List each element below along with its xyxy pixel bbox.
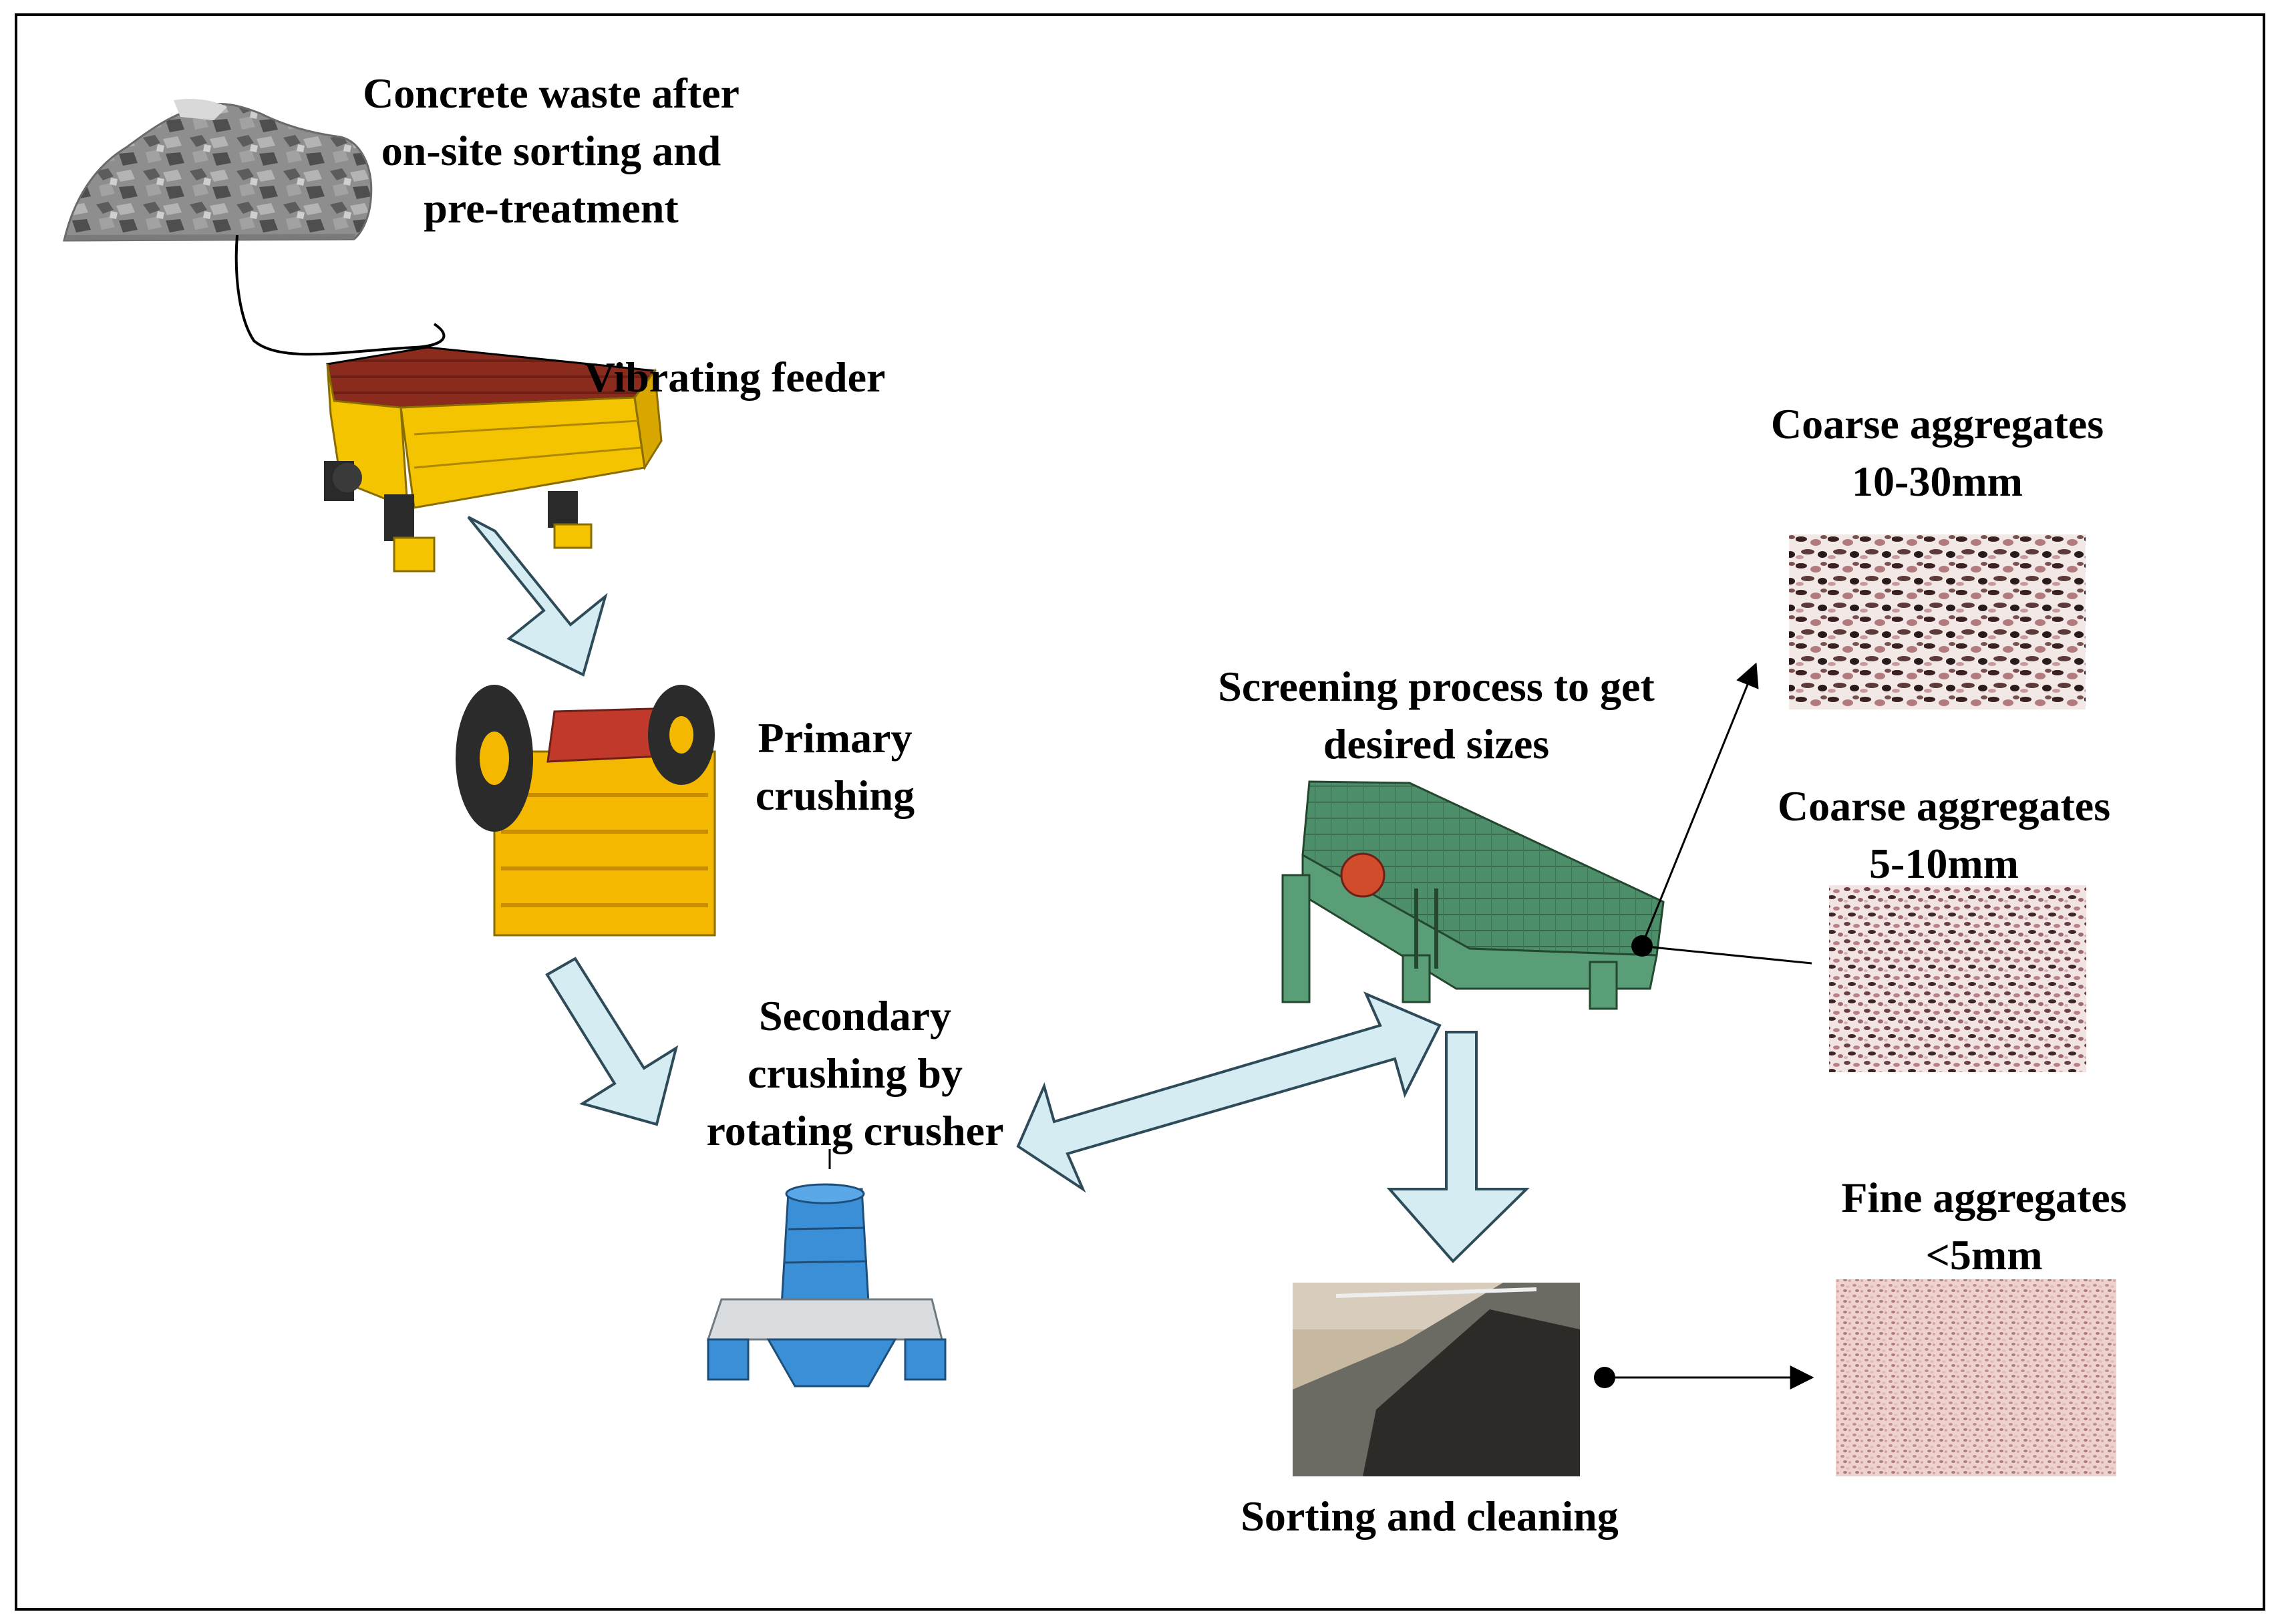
concrete-waste-image [63, 99, 373, 242]
secondary-screening-double-arrow [1016, 991, 1442, 1193]
screening-machine-image [1281, 780, 1665, 1010]
primary-crusher-image [456, 685, 716, 937]
screen-to-coarse-10-30-arrow [1642, 662, 1759, 943]
sorting-output-dot [1594, 1367, 1615, 1388]
primary-to-secondary-arrow [545, 957, 679, 1126]
waste-label: Concrete waste after on-site sorting and… [363, 69, 740, 232]
coarse-5-10-label: Coarse aggregates 5-10mm [1777, 782, 2111, 887]
secondary-crushing-label: Secondary crushing by rotating crusher [706, 992, 1004, 1154]
primary-crushing-label: Primary crushing [755, 714, 915, 819]
secondary-crusher-image [706, 1183, 947, 1388]
screen-to-coarse-5-10-line [1652, 946, 1812, 965]
fine-aggregates-image [1836, 1279, 2116, 1476]
fine-aggregates-label: Fine aggregates <5mm [1841, 1174, 2127, 1279]
coarse-5-10-image [1829, 885, 2086, 1072]
coarse-10-30-image [1789, 534, 2086, 709]
sorting-cleaning-label: Sorting and cleaning [1241, 1492, 1619, 1540]
feeder-to-primary-arrow [467, 516, 608, 677]
screening-to-sorting-arrow [1386, 1031, 1530, 1263]
vibrating-feeder-image [324, 346, 663, 573]
screening-label: Screening process to get desired sizes [1218, 663, 1655, 768]
diagram-frame [15, 13, 2265, 1611]
screen-output-dot [1631, 935, 1653, 957]
coarse-10-30-label: Coarse aggregates 10-30mm [1770, 400, 2104, 505]
waste-conveyor-line [234, 234, 446, 356]
vibrating-feeder-label: Vibrating feeder [584, 353, 886, 401]
sorting-cleaning-image [1293, 1283, 1580, 1476]
